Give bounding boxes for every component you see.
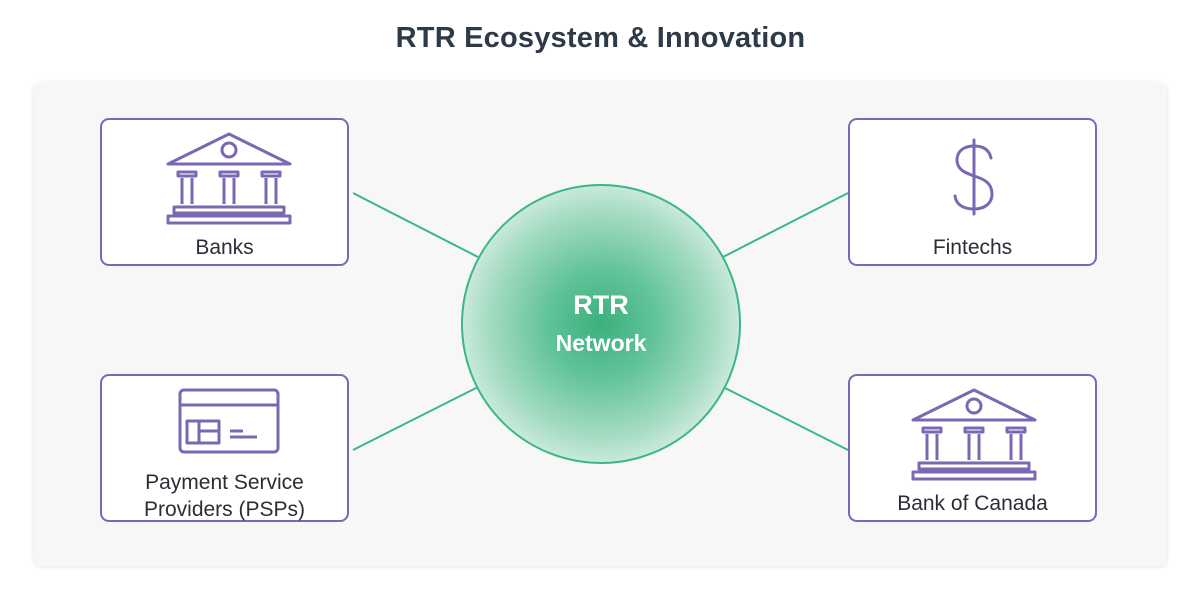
- node-bank-of-canada-label: Bank of Canada: [897, 492, 1048, 515]
- hub-label-line2: Network: [555, 330, 647, 356]
- dollar-icon: [953, 138, 994, 216]
- bank-icon: [166, 132, 292, 225]
- connector-banks: [352, 192, 479, 258]
- node-fintechs-label: Fintechs: [932, 236, 1013, 259]
- hub-rtr-network: RTR Network: [461, 184, 741, 464]
- node-psps-label-line1: Payment Service: [145, 471, 304, 494]
- node-psps-label-line2: Providers (PSPs): [143, 498, 306, 521]
- connector-psps: [352, 386, 479, 451]
- node-banks-label: Banks: [195, 236, 254, 259]
- bank-icon: [911, 388, 1037, 481]
- node-psps: Payment Service Providers (PSPs): [100, 374, 349, 522]
- hub-label-line1: RTR: [573, 290, 629, 320]
- node-fintechs: Fintechs: [848, 118, 1097, 266]
- connector-fintechs: [722, 192, 849, 258]
- node-bank-of-canada: Bank of Canada: [848, 374, 1097, 522]
- connector-bank-of-canada: [722, 386, 849, 451]
- node-banks: Banks: [100, 118, 349, 266]
- page-title: RTR Ecosystem & Innovation: [395, 22, 806, 54]
- card-icon: [178, 388, 280, 454]
